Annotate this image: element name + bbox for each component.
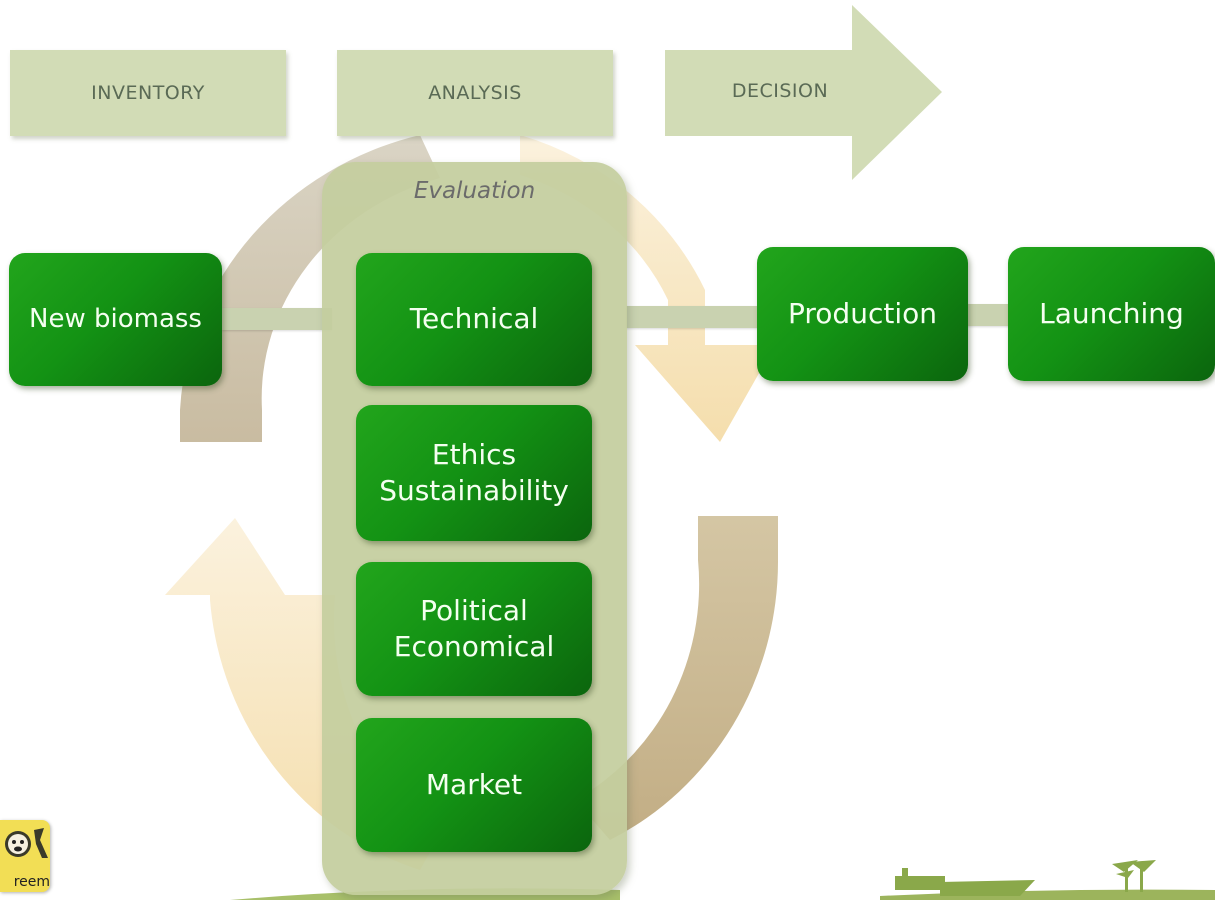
flow-new-biomass: New biomass bbox=[9, 253, 222, 386]
evaluation-item-ethics-sustainability: Ethics Sustainability bbox=[356, 405, 592, 541]
flow-launching: Launching bbox=[1008, 247, 1215, 381]
evaluation-item-line: Technical bbox=[409, 302, 539, 336]
evaluation-item-technical: Technical bbox=[356, 253, 592, 386]
connector-biomass-evaluation bbox=[222, 308, 332, 330]
flow-launching-label: Launching bbox=[1039, 296, 1184, 330]
decision-arrow-shape bbox=[665, 5, 942, 180]
logo: reem bbox=[0, 820, 50, 892]
cycle-arc-upper-right bbox=[520, 135, 775, 442]
evaluation-item-line: Ethics bbox=[431, 437, 517, 471]
evaluation-item-market: Market bbox=[356, 718, 592, 852]
landscape-silhouette-icon bbox=[895, 860, 1156, 896]
evaluation-item-line: Economical bbox=[393, 630, 555, 663]
cycle-arc-lower-right bbox=[575, 516, 779, 840]
connector-evaluation-production bbox=[626, 306, 760, 328]
evaluation-item-line: Sustainability bbox=[379, 474, 569, 507]
cycle-arc-upper-left bbox=[180, 135, 440, 442]
evaluation-item-line: Political bbox=[420, 593, 528, 627]
evaluation-item-line: Market bbox=[425, 767, 523, 801]
flow-production: Production bbox=[757, 247, 968, 381]
evaluation-item-political-economical: Political Economical bbox=[356, 562, 592, 696]
logo-text: reem bbox=[13, 874, 50, 890]
connector-production-launching bbox=[966, 304, 1012, 326]
phase-analysis: ANALYSIS bbox=[337, 50, 613, 136]
phase-inventory: INVENTORY bbox=[10, 50, 286, 136]
phase-analysis-label: ANALYSIS bbox=[428, 82, 522, 104]
phase-inventory-label: INVENTORY bbox=[91, 82, 205, 104]
flow-production-label: Production bbox=[788, 296, 937, 330]
flow-new-biomass-label: New biomass bbox=[29, 303, 202, 334]
phase-decision-label: DECISION bbox=[731, 80, 829, 102]
bear-face-icon bbox=[5, 828, 48, 858]
ground-line-right bbox=[880, 889, 1215, 900]
evaluation-title: Evaluation bbox=[413, 178, 536, 204]
